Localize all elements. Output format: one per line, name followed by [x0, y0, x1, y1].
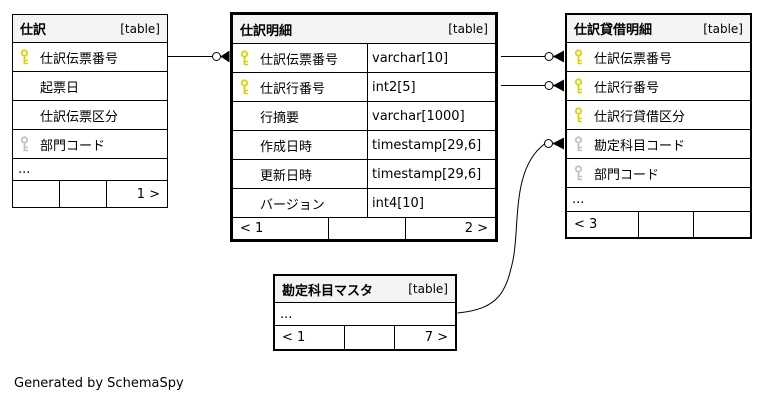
table-header: 仕訳 [table]	[13, 15, 167, 43]
generated-by-note: Generated by SchemaSpy	[14, 376, 184, 391]
column-name: 仕訳伝票番号	[40, 51, 119, 67]
more-columns-ellipsis: ...	[567, 188, 750, 212]
column-name: 起票日	[40, 80, 80, 96]
table-header: 仕訳明細 [table]	[233, 15, 495, 44]
table-tag: [table]	[120, 21, 160, 36]
pager-prev[interactable]: < 3	[574, 217, 598, 232]
pager-prev[interactable]: < 1	[240, 221, 264, 236]
pager-mid	[638, 212, 693, 237]
table-pager: < 1 7 >	[275, 326, 455, 349]
table-shiwake: 仕訳 [table] 仕訳伝票番号 起票日 仕訳伝票区分	[12, 14, 168, 208]
primary-key-icon	[574, 49, 583, 65]
column-row: 勘定科目コード	[567, 130, 750, 159]
column-name: 部門コード	[40, 138, 106, 154]
table-pager: 1 >	[13, 181, 167, 207]
crow-foot-icon	[553, 50, 564, 63]
table-title[interactable]: 仕訳貸借明細	[574, 23, 653, 38]
column-name: 仕訳伝票区分	[40, 109, 119, 125]
column-name: 更新日時	[260, 168, 313, 184]
pager-prev	[13, 181, 59, 207]
column-type: int2[5]	[367, 73, 495, 101]
primary-key-icon	[240, 50, 249, 66]
column-type: int4[10]	[367, 189, 495, 217]
column-row: 部門コード	[567, 159, 750, 188]
column-row: バージョン int4[10]	[233, 189, 495, 218]
table-kanjo-kamoku-master: 勘定科目マスタ [table] ... < 1 7 >	[273, 274, 457, 351]
relationship-meisai-to-taishaku-denpyo	[501, 50, 564, 63]
column-row: 仕訳行貸借区分	[567, 101, 750, 130]
table-title[interactable]: 勘定科目マスタ	[282, 283, 374, 299]
table-shiwake-taishaku-meisai: 仕訳貸借明細 [table] 仕訳伝票番号	[565, 13, 752, 239]
table-tag: [table]	[448, 22, 488, 36]
primary-key-icon	[574, 107, 583, 123]
table-title[interactable]: 仕訳明細	[240, 23, 293, 39]
crow-foot-icon	[552, 137, 564, 150]
table-pager: < 1 2 >	[233, 218, 495, 239]
column-type: varchar[1000]	[367, 102, 495, 130]
relationship-shiwake-to-shiwake-meisai	[168, 50, 230, 63]
column-name: 作成日時	[260, 139, 313, 155]
column-name: 部門コード	[594, 167, 660, 183]
column-type: timestamp[29,6]	[367, 160, 495, 188]
column-row: 起票日	[13, 72, 167, 101]
column-row: 部門コード	[13, 130, 167, 159]
gray-key-icon	[574, 165, 583, 181]
table-pager: < 3	[567, 212, 750, 237]
column-row: 仕訳伝票番号 varchar[10]	[233, 44, 495, 73]
table-tag: [table]	[408, 282, 448, 296]
column-row: 行摘要 varchar[1000]	[233, 102, 495, 131]
column-row: 仕訳伝票番号	[13, 43, 167, 72]
column-name: バージョン	[260, 197, 325, 213]
primary-key-icon	[574, 78, 583, 94]
primary-key-icon	[20, 49, 29, 65]
column-type: timestamp[29,6]	[367, 131, 495, 159]
column-row: 仕訳伝票区分	[13, 101, 167, 130]
crow-foot-icon	[553, 79, 564, 92]
crow-foot-icon	[220, 50, 230, 63]
table-header: 勘定科目マスタ [table]	[275, 276, 455, 303]
pager-prev[interactable]: < 1	[282, 330, 306, 345]
column-name: 勘定科目コード	[594, 138, 686, 154]
column-row: 仕訳伝票番号	[567, 43, 750, 72]
column-row: 仕訳行番号 int2[5]	[233, 73, 495, 102]
table-tag: [table]	[703, 21, 743, 36]
column-name: 仕訳行番号	[260, 81, 326, 97]
more-columns-ellipsis: ...	[13, 159, 167, 181]
pager-next	[693, 212, 750, 237]
gray-key-icon	[574, 136, 583, 152]
pager-next[interactable]: 7 >	[394, 326, 455, 349]
column-name: 仕訳行貸借区分	[594, 109, 686, 125]
column-name: 行摘要	[260, 110, 300, 126]
pager-mid	[59, 181, 106, 207]
column-row: 仕訳行番号	[567, 72, 750, 101]
more-columns-ellipsis: ...	[275, 303, 455, 326]
column-row: 作成日時 timestamp[29,6]	[233, 131, 495, 160]
table-title[interactable]: 仕訳	[20, 23, 47, 38]
table-header: 仕訳貸借明細 [table]	[567, 15, 750, 43]
column-type: varchar[10]	[367, 44, 495, 72]
primary-key-icon	[240, 79, 249, 95]
pager-next[interactable]: 2 >	[405, 218, 495, 239]
column-name: 仕訳伝票番号	[260, 52, 339, 68]
column-row: 更新日時 timestamp[29,6]	[233, 160, 495, 189]
pager-mid	[328, 218, 405, 239]
pager-mid	[344, 326, 394, 349]
relationship-meisai-to-taishaku-gyobango	[501, 79, 564, 92]
pager-next[interactable]: 1 >	[106, 181, 167, 207]
gray-key-icon	[20, 136, 29, 152]
table-shiwake-meisai: 仕訳明細 [table] 仕訳伝票番号 varchar[10]	[230, 12, 498, 242]
column-name: 仕訳行番号	[594, 80, 660, 96]
column-name: 仕訳伝票番号	[594, 51, 673, 67]
